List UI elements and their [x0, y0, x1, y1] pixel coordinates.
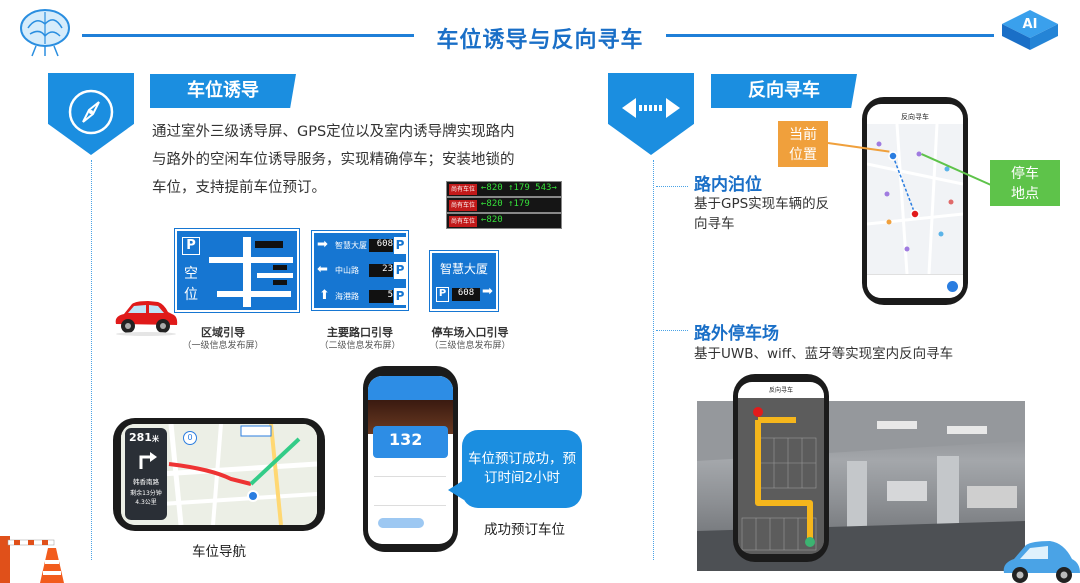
sign-subcaption-entrance: （三级信息发布屏）: [429, 341, 511, 351]
junction-label: 海港路: [335, 292, 359, 301]
blue-car-icon: [998, 533, 1080, 583]
guidance-description: 通过室外三级诱导屏、GPS定位以及室内诱导牌实现路内与路外的空闲车位诱导服务，实…: [152, 124, 515, 196]
nav-distance-value: 281: [129, 431, 152, 444]
led-row-2: 尚有车位 ←820 ↑179: [446, 197, 562, 213]
title-line-right: [666, 34, 994, 37]
turn-panel: 281米 韩香南路 剩余13分钟 4.3公里: [125, 428, 167, 520]
arrow-right-icon: ➡: [482, 284, 493, 299]
title-line-left: [82, 34, 414, 37]
junction-value: 23: [369, 264, 393, 277]
booking-confirm-button[interactable]: [378, 518, 424, 528]
map-bottom-panel: [867, 274, 963, 298]
junction-value: 608: [369, 239, 393, 252]
section-label-reverse-search: 反向寻车: [711, 74, 857, 108]
section-label-parking-guidance: 车位诱导: [150, 74, 296, 108]
compass-icon: [66, 87, 116, 137]
page-title: 车位诱导与反向寻车: [436, 28, 644, 53]
parking-p-icon: P: [394, 288, 406, 305]
callout-parking-spot: 停车地点: [990, 160, 1060, 206]
booking-phone: 132: [363, 366, 458, 552]
turn-right-icon: [135, 447, 159, 471]
lot-phone: 反向寻车: [733, 374, 829, 562]
nav-distance: 281米: [129, 431, 159, 444]
map-phone: 反向寻车: [862, 97, 968, 305]
booking-header: [368, 376, 453, 400]
led-value: ←820 ↑179 543→: [481, 183, 557, 193]
onstreet-desc: 基于GPS实现车辆的反向寻车: [694, 196, 830, 232]
parking-p-icon: P: [394, 262, 406, 279]
junction-row-1: ➡ 智慧大厦 608 P: [317, 236, 406, 257]
navigation-screen: 281米 韩香南路 剩余13分钟 4.3公里 0: [121, 424, 317, 525]
nav-km: 4.3公里: [135, 499, 157, 506]
lot-app-title: 反向寻车: [768, 387, 793, 394]
booking-number: 132: [389, 430, 423, 449]
led-row-3: 尚有车位 ←820: [446, 213, 562, 229]
led-tag: 尚有车位: [449, 184, 477, 195]
offstreet-title: 路外停车场: [694, 324, 779, 344]
map-screen: 反向寻车: [867, 104, 963, 298]
arrow-left-icon: ⬅: [317, 262, 328, 277]
red-car-icon: [110, 298, 180, 336]
navigation-phone: 281米 韩香南路 剩余13分钟 4.3公里 0: [113, 418, 325, 531]
offstreet-connector: [656, 330, 688, 331]
entrance-value: 608: [452, 288, 480, 301]
ai-chip-icon: AI: [1000, 8, 1060, 54]
left-divider: [91, 160, 92, 560]
sign-subcaption-junction: （二级信息发布屏）: [319, 341, 401, 351]
booking-screen: 132: [368, 376, 453, 544]
parking-p-icon: P: [436, 287, 449, 302]
lot-app-header: 反向寻车: [738, 382, 824, 398]
bubble-tail: [448, 480, 464, 500]
right-divider: [653, 160, 654, 560]
sign-subcaption-area: （一级信息发布屏）: [182, 341, 264, 351]
led-row-1: 尚有车位 ←820 ↑179 543→: [446, 181, 562, 197]
sign-caption-junction: 主要路口引导: [327, 326, 393, 339]
booking-caption: 成功预订车位: [484, 522, 565, 538]
bidirectional-arrow-icon: [622, 96, 680, 120]
indoor-route-map: [738, 398, 824, 554]
junction-label: 中山路: [335, 266, 359, 275]
sign-caption-area: 区域引导: [201, 326, 245, 339]
arrow-right-icon: ➡: [317, 237, 328, 252]
parking-p-icon: P: [182, 237, 200, 255]
led-tag: 尚有车位: [449, 200, 477, 211]
nav-road: 韩香南路: [133, 478, 159, 486]
parking-p-icon: P: [394, 237, 406, 254]
booking-info-lines: [374, 476, 446, 506]
nav-remain: 剩余13分钟: [130, 490, 162, 497]
nav-distance-unit: 米: [151, 435, 159, 443]
navigation-caption: 车位导航: [192, 544, 246, 560]
area-char-2: 位: [184, 287, 198, 303]
map-app-title: 反向寻车: [901, 113, 929, 121]
reverse-search-map: [867, 124, 963, 274]
navigate-button[interactable]: [947, 281, 958, 292]
arrow-up-icon: ⬆: [319, 288, 330, 303]
offstreet-desc: 基于UWB、wiff、蓝牙等实现室内反向寻车: [694, 346, 954, 362]
entrance-guidance-sign: 智慧大厦 P 608 ➡: [430, 251, 498, 311]
led-value: ←820: [481, 215, 503, 225]
sign-caption-entrance: 停车场入口引导: [431, 326, 509, 339]
compass-badge: 0: [183, 431, 197, 445]
led-value: ←820 ↑179: [481, 199, 530, 209]
area-char-1: 空: [184, 266, 198, 282]
junction-label: 智慧大厦: [335, 241, 367, 250]
onstreet-connector: [656, 186, 688, 187]
onstreet-title: 路内泊位: [694, 175, 762, 195]
area-map-lines: [207, 235, 295, 309]
junction-guidance-sign: ➡ 智慧大厦 608 P ⬅ 中山路 23 P ⬆ 海港路 5 P: [312, 231, 408, 310]
callout-current-position: 当前位置: [778, 121, 828, 167]
area-guidance-sign: P 空 位: [175, 229, 299, 312]
car-position-icon: [247, 490, 259, 502]
barrier-gate-icon: [0, 526, 70, 583]
brain-logo-icon: [16, 6, 74, 58]
led-tag: 尚有车位: [449, 216, 477, 227]
lot-screen: 反向寻车: [738, 382, 824, 554]
svg-text:AI: AI: [1023, 17, 1038, 32]
junction-row-3: ⬆ 海港路 5 P: [317, 287, 406, 308]
booking-number-card: 132: [373, 426, 448, 458]
entrance-name: 智慧大厦: [439, 262, 488, 276]
junction-row-2: ⬅ 中山路 23 P: [317, 261, 406, 282]
junction-value: 5: [369, 290, 393, 303]
booking-success-bubble: 车位预订成功，预订时间2小时: [462, 430, 582, 508]
